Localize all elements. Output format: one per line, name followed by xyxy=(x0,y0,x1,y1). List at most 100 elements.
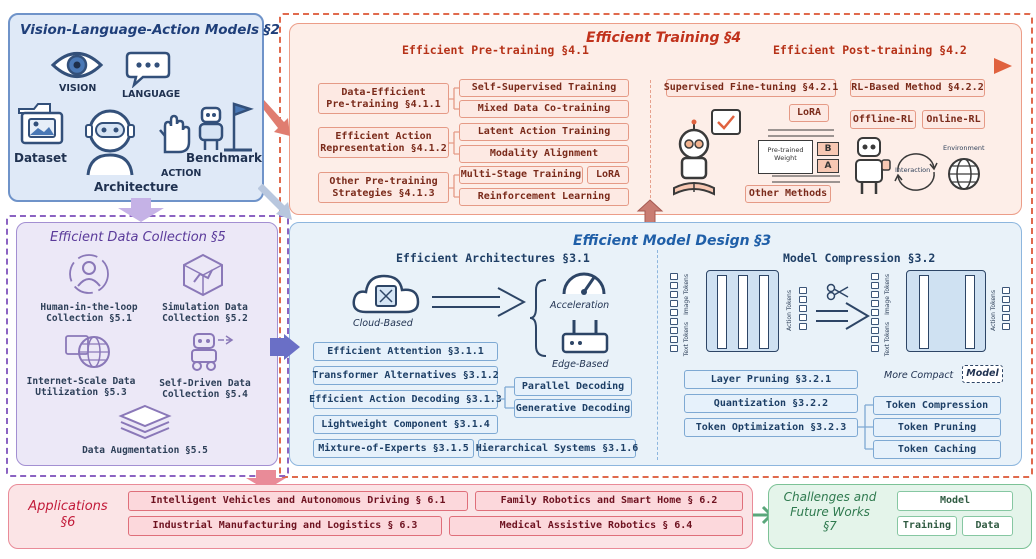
arch-title: Efficient Architectures §3.1 xyxy=(396,251,590,265)
data-item-self-driven: Self-Driven Data Collection §5.4 xyxy=(159,378,251,401)
action-tokens-left xyxy=(799,287,807,330)
dataset-label: Dataset xyxy=(14,151,67,165)
vla-to-model-arrow xyxy=(258,184,292,220)
training-title: Efficient Training §4 xyxy=(586,30,742,46)
image-tokens-label-left: Image Tokens xyxy=(683,274,690,315)
robot-architecture-icon xyxy=(85,109,135,176)
branch-brace xyxy=(529,279,547,357)
matrix-b: B xyxy=(817,142,839,156)
transformer-block-left xyxy=(706,270,779,352)
vla-to-training-arrow xyxy=(264,100,290,136)
app-medical: Medical Assistive Robotics § 6.4 xyxy=(449,516,743,536)
training-separator xyxy=(650,80,651,208)
edge-label: Edge-Based xyxy=(552,359,609,370)
cloud-to-edge-arrow xyxy=(432,287,526,317)
offline-rl: Offline-RL xyxy=(850,110,916,129)
decoding-connector xyxy=(498,386,514,409)
item-multi-stage: Multi-Stage Training xyxy=(459,166,583,184)
internet-globe-icon xyxy=(65,335,110,368)
app-vehicles: Intelligent Vehicles and Autonomous Driv… xyxy=(128,491,468,511)
cloud-label: Cloud-Based xyxy=(353,318,413,329)
item-lora-pre: LoRA xyxy=(587,166,629,184)
lora-lines xyxy=(768,129,840,183)
action-tokens-label-right: Action Tokens xyxy=(990,290,997,331)
simulation-cube-icon xyxy=(183,253,223,297)
to-applications-arrow xyxy=(246,470,286,490)
folder-image-icon xyxy=(18,103,64,145)
model-title: Efficient Model Design §3 xyxy=(573,233,772,249)
vision-label: VISION xyxy=(59,83,97,94)
eye-icon xyxy=(50,52,104,78)
input-tokens-left xyxy=(670,273,678,352)
rl-method-box: RL-Based Method §4.2.2 xyxy=(850,79,985,97)
sft-box: Supervised Fine-tuning §4.2.1 xyxy=(664,79,838,97)
interaction-label: Interaction xyxy=(895,166,931,174)
action-label: ACTION xyxy=(161,168,202,179)
item-latent-action: Latent Action Training xyxy=(459,123,629,141)
comp-item-layer-pruning: Layer Pruning §3.2.1 xyxy=(684,370,858,389)
pretraining-title: Efficient Pre-training §4.1 xyxy=(402,43,589,57)
data-item-internet: Internet-Scale Data Utilization §5.3 xyxy=(26,376,136,399)
self-driven-robot-icon xyxy=(191,333,234,371)
architecture-label: Architecture xyxy=(94,180,179,194)
token-connector xyxy=(858,404,873,450)
data-item-simulation: Simulation Data Collection §5.2 xyxy=(162,302,248,325)
pretraining-connectors xyxy=(449,87,459,198)
language-label: LANGUAGE xyxy=(122,89,181,100)
group-other-pretraining: Other Pre-training Strategies §4.1.3 xyxy=(318,172,449,203)
acceleration-label: Acceleration xyxy=(550,300,610,311)
vla-title: Vision-Language-Action Models §2 xyxy=(20,22,280,38)
training-progress-arrow xyxy=(298,58,1012,74)
input-tokens-right xyxy=(871,273,879,352)
item-self-supervised: Self-Supervised Training xyxy=(459,79,629,97)
challenge-training: Training xyxy=(897,516,957,536)
scissors-icon xyxy=(826,283,849,301)
pretrained-weight-label: Pre-trained Weight xyxy=(767,146,804,162)
speedometer-icon xyxy=(562,272,606,295)
data-title: Efficient Data Collection §5 xyxy=(50,230,226,245)
image-tokens-label-right: Image Tokens xyxy=(884,274,891,315)
group-data-efficient: Data-Efficient Pre-training §4.1.1 xyxy=(318,83,449,114)
router-icon xyxy=(561,320,609,354)
applications-title: Applications §6 xyxy=(28,499,108,530)
compression-arrow xyxy=(816,302,870,330)
transformer-block-right xyxy=(906,270,986,352)
arch-item-transformer: Transformer Alternatives §3.1.2 xyxy=(312,366,499,385)
app-industrial: Industrial Manufacturing and Logistics §… xyxy=(128,516,442,536)
action-tokens-right xyxy=(1002,287,1010,330)
token-compression: Token Compression xyxy=(873,396,1001,415)
token-caching: Token Caching xyxy=(873,440,1001,459)
arch-item-hierarchical: Hierarchical Systems §3.1.6 xyxy=(476,439,638,458)
robot-reading-icon xyxy=(673,109,741,196)
pretrained-weight-box xyxy=(758,140,813,174)
token-pruning: Token Pruning xyxy=(873,418,1001,437)
text-tokens-label-left: Text Tokens xyxy=(683,322,690,357)
vla-to-data-arrow xyxy=(118,198,164,222)
speech-bubble-icon xyxy=(125,51,171,88)
model-tag: Model xyxy=(962,365,1003,383)
model-separator xyxy=(657,250,658,460)
item-modality-alignment: Modality Alignment xyxy=(459,145,629,163)
robot-thumbs-icon xyxy=(855,137,891,194)
data-item-augmentation: Data Augmentation §5.5 xyxy=(82,445,208,456)
environment-label: Environment xyxy=(943,144,985,152)
globe-icon xyxy=(948,158,980,190)
human-loop-icon xyxy=(69,254,109,294)
arch-item-lightweight: Lightweight Component §3.1.4 xyxy=(313,415,498,434)
challenge-model: Model xyxy=(897,491,1013,511)
data-item-human: Human-in-the-loop Collection §5.1 xyxy=(40,302,138,325)
online-rl: Online-RL xyxy=(922,110,985,129)
interaction-cycle-icon xyxy=(894,153,938,191)
arch-item-attention: Efficient Attention §3.1.1 xyxy=(313,342,498,361)
other-methods: Other Methods xyxy=(745,185,831,203)
hand-icon xyxy=(159,114,191,154)
item-rl-pre: Reinforcement Learning xyxy=(459,188,629,206)
dashed-region-border xyxy=(279,13,1033,478)
data-to-model-arrow xyxy=(270,334,300,360)
item-mixed-data: Mixed Data Co-training xyxy=(459,100,629,118)
challenges-title: Challenges and Future Works §7 xyxy=(783,490,877,534)
challenge-data: Data xyxy=(962,516,1013,536)
layers-icon xyxy=(118,404,172,440)
group-action-rep: Efficient Action Representation §4.1.2 xyxy=(318,127,449,158)
robot-flag-icon xyxy=(198,102,254,152)
